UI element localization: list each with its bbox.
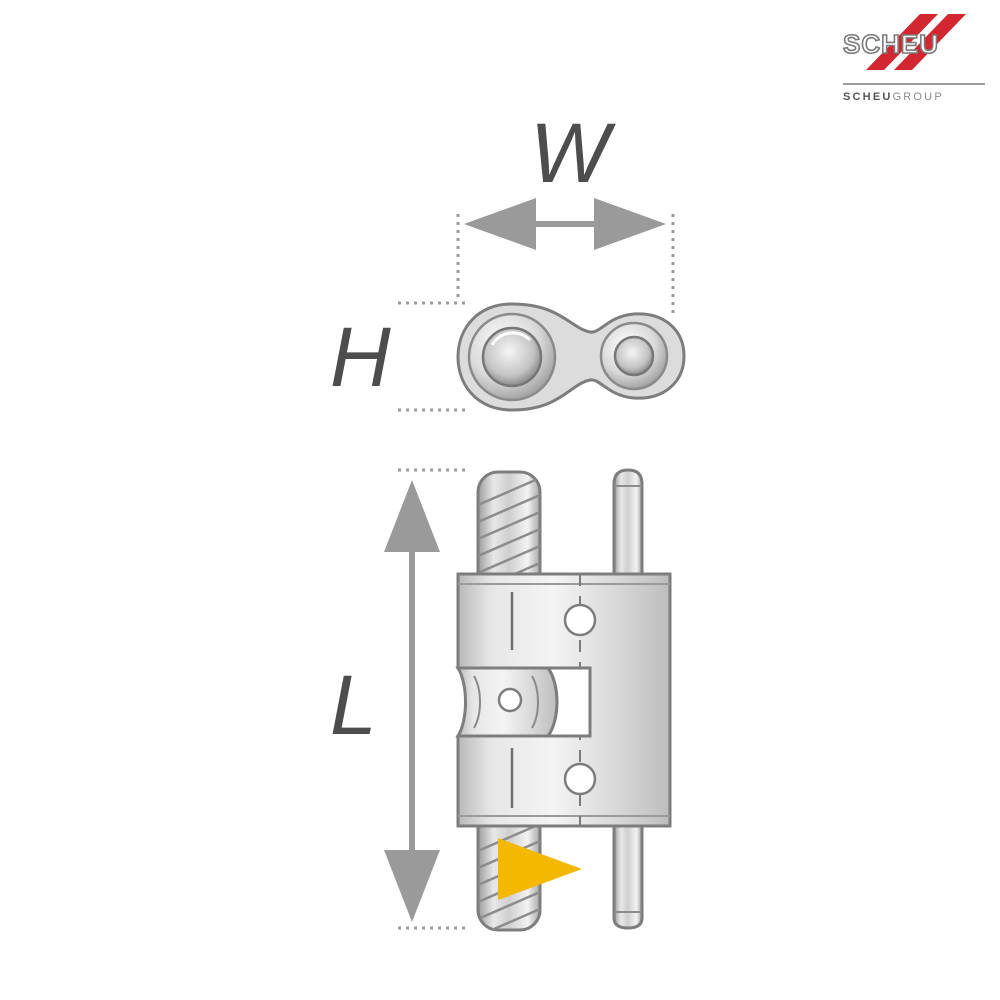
body-upper-hole: [563, 603, 597, 637]
top-view-large-hole-thread: [490, 331, 532, 346]
central-nut: [455, 666, 592, 738]
logo-brand-text: SCHEU: [843, 29, 939, 59]
top-view-large-hole: [481, 326, 543, 388]
width-dimension: W: [456, 106, 675, 318]
width-arrow-right-head: [594, 198, 666, 250]
length-arrow-top-head: [384, 480, 440, 552]
logo-group-prefix: SCHEU: [843, 91, 893, 103]
length-arrow-bottom-head: [384, 850, 440, 922]
side-view-part: [455, 468, 672, 932]
scheu-logo: SCHEU SCHEUGROUP: [842, 14, 985, 103]
length-label: L: [330, 658, 377, 752]
width-arrow-left-head: [464, 198, 536, 250]
logo-group-suffix: GROUP: [893, 91, 944, 103]
nut-key-hole: [497, 687, 523, 713]
top-view-small-hole: [613, 335, 655, 377]
height-dimension: H: [330, 301, 470, 412]
width-label: W: [530, 106, 616, 200]
height-label: H: [330, 310, 391, 404]
body-lower-hole: [563, 762, 597, 796]
length-dimension: L: [330, 468, 470, 930]
logo-group-text: SCHEUGROUP: [843, 91, 944, 103]
direction-arrow-marker: [498, 838, 582, 900]
top-view-part: [456, 302, 686, 412]
logo-slash-mark: [866, 14, 966, 70]
